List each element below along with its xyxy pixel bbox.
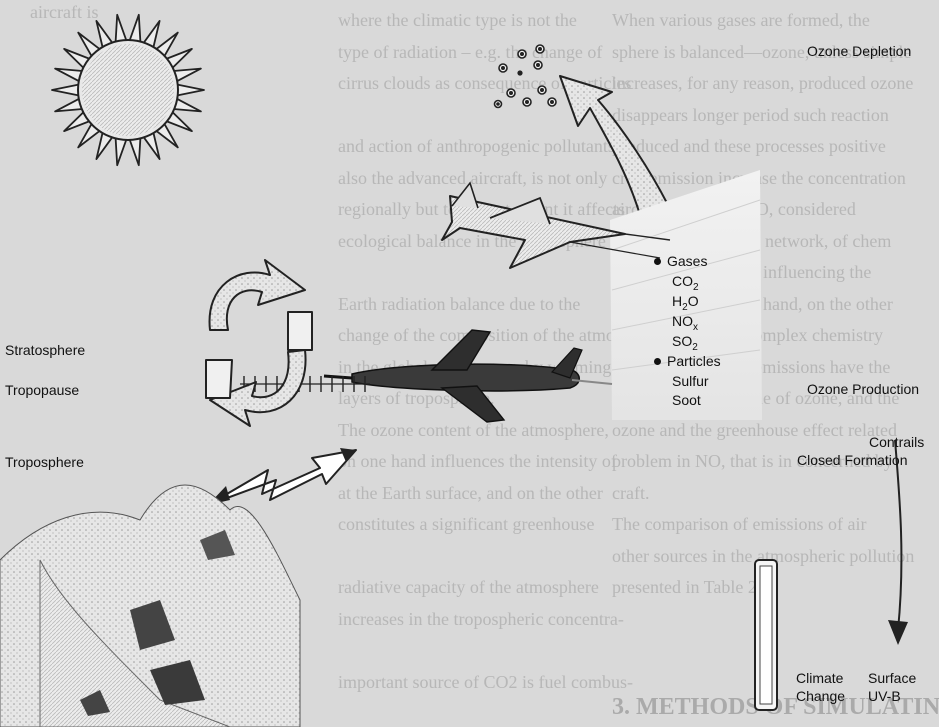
ozone-depletion-label: Ozone Depletion: [807, 44, 911, 58]
ground-surface-illustration: [0, 485, 300, 727]
gas-item: H2O: [672, 294, 699, 313]
surface-uvb-label-line1: Surface: [868, 671, 916, 685]
contrails-label: Contrails: [869, 435, 924, 449]
gas-item: CO2: [672, 274, 699, 293]
gas-item: NOx: [672, 314, 698, 333]
ozone-production-label: Ozone Production: [807, 382, 919, 396]
bidirectional-exchange-arrow-icon: [208, 448, 356, 505]
gas-item: SO2: [672, 334, 698, 353]
gases-heading: Gases: [654, 254, 707, 268]
climate-change-label-line2: Change: [796, 689, 845, 703]
particles-heading: Particles: [654, 354, 721, 368]
subsonic-aircraft-icon: [324, 330, 612, 422]
circular-exchange-arrows-icon: [206, 260, 312, 426]
sun-icon: [52, 15, 204, 165]
bullet-icon: [654, 258, 661, 265]
surface-uvb-label-line2: UV-B: [868, 689, 901, 703]
ozone-molecules-icon: [495, 45, 557, 108]
sun-ray: [176, 84, 204, 95]
tropopause-label: Tropopause: [5, 383, 79, 397]
contrails-down-arrow-icon: [888, 440, 908, 645]
troposphere-label: Troposphere: [5, 455, 84, 469]
particle-item: Soot: [672, 393, 701, 407]
sun-ray: [52, 84, 80, 95]
climate-change-tube-icon: [755, 560, 777, 710]
climate-change-label-line1: Climate: [796, 671, 843, 685]
closed-formation-label: Closed Formation: [797, 453, 908, 467]
ozone-depletion-arrow-icon: [560, 76, 668, 215]
particle-item: Sulfur: [672, 374, 709, 388]
stratosphere-label: Stratosphere: [5, 343, 85, 357]
bullet-icon: [654, 358, 661, 365]
